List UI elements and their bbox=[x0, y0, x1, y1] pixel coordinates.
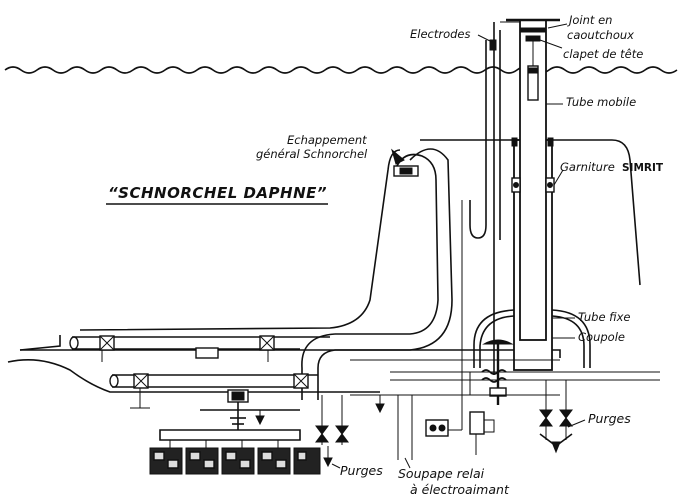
leader-lines bbox=[331, 23, 586, 469]
valve-lower-left bbox=[133, 373, 149, 389]
label-electrodes: Electrodes bbox=[410, 27, 471, 41]
label-soupape-line2: à électroaimant bbox=[410, 482, 510, 497]
control-lines bbox=[350, 200, 560, 460]
valve-upper-right bbox=[259, 335, 275, 351]
label-purges-left: Purges bbox=[340, 463, 383, 478]
label-soupape-line1: Soupape relai bbox=[398, 466, 485, 481]
diesel-cylinders bbox=[149, 440, 321, 475]
label-joint-line1: Joint en bbox=[567, 13, 612, 27]
label-purges-right: Purges bbox=[588, 411, 631, 426]
valve-upper-left bbox=[99, 335, 115, 351]
sail-outline bbox=[79, 139, 641, 331]
purges-valves-right bbox=[539, 380, 573, 454]
label-simrit: SIMRIT bbox=[622, 162, 664, 174]
label-garniture: Garniture bbox=[560, 160, 615, 174]
tube-mobile bbox=[506, 18, 560, 341]
label-tube-mobile: Tube mobile bbox=[566, 95, 636, 109]
label-tube-fixe: Tube fixe bbox=[578, 310, 631, 324]
label-coupole: Coupole bbox=[578, 330, 625, 344]
valve-lower-right bbox=[293, 373, 309, 389]
diagram-title: “SCHNORCHEL DAPHNE” bbox=[108, 184, 327, 202]
label-echappement-line1: Echappement bbox=[287, 133, 367, 147]
upper-air-pipe bbox=[69, 335, 330, 362]
purges-valves-left bbox=[315, 395, 349, 445]
purges-arrows-left bbox=[323, 446, 333, 468]
coupole-dome bbox=[473, 309, 591, 368]
label-clapet: clapet de tête bbox=[563, 47, 643, 61]
engine-manifold bbox=[159, 389, 301, 441]
sea-surface-line bbox=[4, 66, 678, 74]
label-joint-line2: caoutchoux bbox=[567, 28, 634, 42]
lower-air-pipe bbox=[109, 373, 318, 409]
coupole-valve bbox=[469, 339, 514, 405]
electrode-cable bbox=[469, 21, 520, 375]
label-echappement-line2: général Schnorchel bbox=[256, 147, 368, 161]
exhaust-pipe bbox=[301, 148, 453, 400]
garniture-seals bbox=[511, 177, 555, 193]
solenoid-relay bbox=[425, 411, 495, 437]
